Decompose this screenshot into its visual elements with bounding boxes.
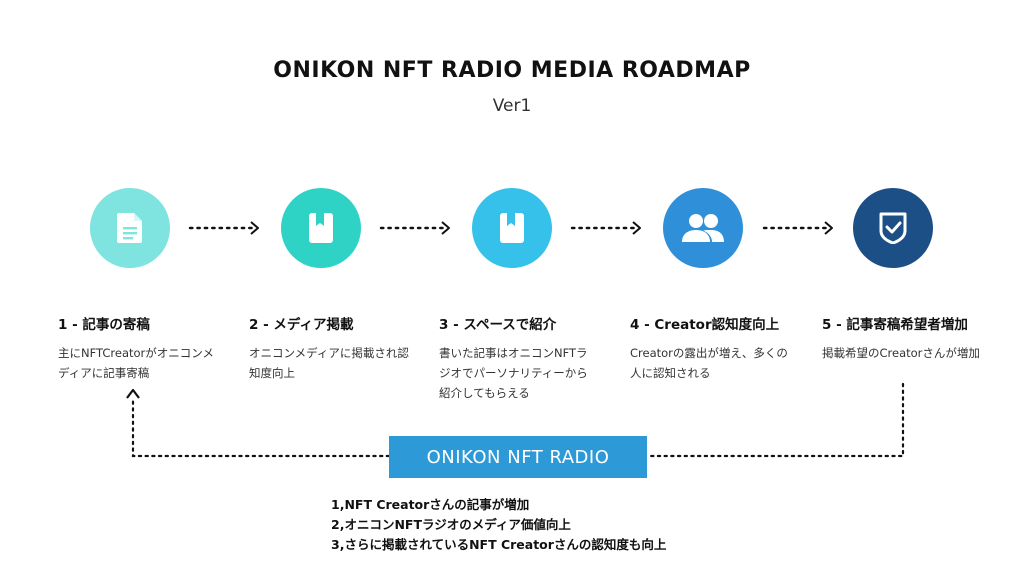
step-3-circle xyxy=(472,188,552,268)
result-item-3: 3,さらに掲載されているNFT Creatorさんの認知度も向上 xyxy=(331,537,667,552)
step-5: 5 - 記事寄稿希望者増加 掲載希望のCreatorさんが増加 xyxy=(822,313,987,363)
step-3-title: 3 - スペースで紹介 xyxy=(439,317,557,333)
flow-arrow-2-3 xyxy=(379,221,450,235)
step-5-title: 5 - 記事寄稿希望者増加 xyxy=(822,317,968,333)
people-icon xyxy=(682,214,724,242)
step-4-title: 4 - Creator認知度向上 xyxy=(630,317,780,333)
document-icon xyxy=(117,213,142,243)
version-label: Ver1 xyxy=(492,96,532,116)
loop-arrowhead-up xyxy=(126,388,140,399)
step-2-description: オニコンメディアに掲載され認知度向上 xyxy=(249,346,409,380)
step-5-description: 掲載希望のCreatorさんが増加 xyxy=(822,346,980,360)
step-1-circle xyxy=(90,188,170,268)
roadmap-title: ONIKON NFT RADIO MEDIA ROADMAP xyxy=(273,58,751,83)
step-4: 4 - Creator認知度向上 Creatorの露出が増え、多くの人に認知され… xyxy=(630,313,795,383)
shield-check-icon xyxy=(879,212,907,244)
flow-arrow-4-5 xyxy=(762,221,833,235)
step-3: 3 - スペースで紹介 書いた記事はオニコンNFTラジオでパーソナリティーから紹… xyxy=(439,313,589,403)
step-2-circle xyxy=(281,188,361,268)
step-1-description: 主にNFTCreatorがオニコンメディアに記事寄稿 xyxy=(58,346,214,380)
step-1: 1 - 記事の寄稿 主にNFTCreatorがオニコンメディアに記事寄稿 xyxy=(58,313,223,383)
step-2: 2 - メディア掲載 オニコンメディアに掲載され認知度向上 xyxy=(249,313,414,383)
results-list: 1,NFT Creatorさんの記事が増加 2,オニコンNFTラジオのメディア価… xyxy=(331,495,666,555)
bookmark-book-icon xyxy=(500,213,524,243)
flow-arrow-1-2 xyxy=(188,221,259,235)
step-4-description: Creatorの露出が増え、多くの人に認知される xyxy=(630,346,788,380)
step-4-circle xyxy=(663,188,743,268)
step-5-circle xyxy=(853,188,933,268)
result-item-2: 2,オニコンNFTラジオのメディア価値向上 xyxy=(331,517,571,532)
result-item-1: 1,NFT Creatorさんの記事が増加 xyxy=(331,497,530,512)
step-2-title: 2 - メディア掲載 xyxy=(249,317,354,333)
step-1-title: 1 - 記事の寄稿 xyxy=(58,317,150,333)
onikon-nft-radio-banner: ONIKON NFT RADIO xyxy=(389,436,647,478)
bookmark-book-icon xyxy=(309,213,333,243)
step-3-description: 書いた記事はオニコンNFTラジオでパーソナリティーから紹介してもらえる xyxy=(439,346,588,400)
flow-arrow-3-4 xyxy=(570,221,641,235)
